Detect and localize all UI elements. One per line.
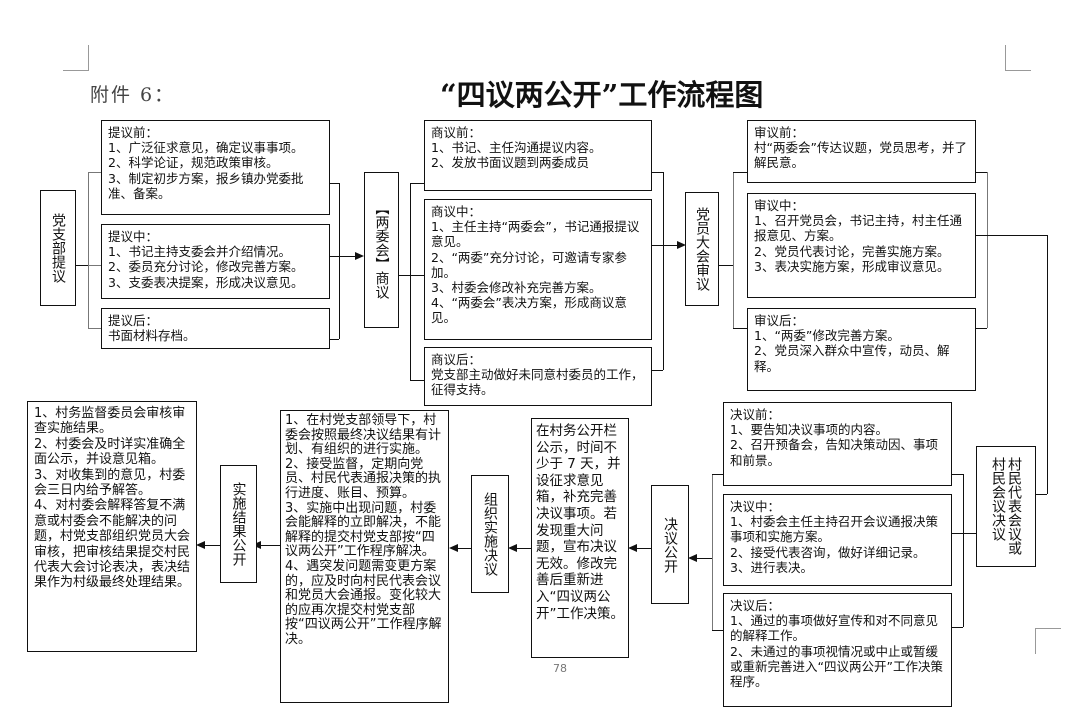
step-resolution-public: 决议公开 <box>651 485 689 604</box>
step-label: 村民代表会议或村民会议决议 <box>990 456 1022 555</box>
attachment-label: 附件 6： <box>90 84 176 106</box>
review-before-box: 审议前： 村“两委会”传达议题，党员思考，并了解民意。 <box>747 120 976 183</box>
arrow-left-icon <box>508 544 517 552</box>
connector <box>410 275 424 276</box>
bracket <box>410 183 411 380</box>
bracket <box>733 172 734 328</box>
step-label: 组织实施决议 <box>482 492 498 576</box>
bracket <box>712 474 713 630</box>
page-number: 78 <box>553 662 567 675</box>
proposal-during-box: 提议中： 1、书记主持支委会并介绍情况。 2、委员充分讨论，修改完善方案。 3、… <box>101 224 330 299</box>
step-result-public: 实施结果公开 <box>220 465 257 583</box>
connector <box>516 548 531 549</box>
step-resolution: 村民代表会议或村民会议决议 <box>976 446 1036 567</box>
bracket <box>663 172 664 370</box>
connector <box>636 548 651 549</box>
arrow-left-icon <box>628 544 637 552</box>
review-during-box: 审议中： 1、召开党员会，书记主持，村主任通报意见、方案。 2、党员代表讨论，完… <box>747 193 976 298</box>
step-label: 党支部提议 <box>50 213 66 283</box>
arrow-right-icon <box>677 241 686 249</box>
page-title: “四议两公开”工作流程图 <box>440 78 764 112</box>
connector <box>952 474 963 475</box>
step-implement: 组织实施决议 <box>471 475 509 593</box>
connector <box>457 548 471 549</box>
connector <box>330 183 339 184</box>
bracket <box>987 172 988 328</box>
connector <box>719 265 733 266</box>
connector <box>976 235 1047 236</box>
step-label: 【两委会】商议 <box>373 201 390 299</box>
connector <box>712 474 723 475</box>
arrow-right-icon <box>355 252 364 260</box>
connector <box>712 630 723 631</box>
connector <box>330 256 356 257</box>
connector <box>76 265 88 266</box>
proposal-before-box: 提议前： 1、广泛征求意见，确定议事事项。 2、科学论证，规范政策审核。 3、制… <box>101 120 330 215</box>
connector <box>260 545 280 546</box>
result-box: 1、村务监督委员会审核审查实施结果。 2、村委会及时详实准确全面公示，并设意见箱… <box>27 401 197 652</box>
margin-corner-mark <box>63 45 89 71</box>
connector <box>88 265 101 266</box>
connector <box>399 275 410 276</box>
connector <box>410 183 424 184</box>
connector <box>1047 235 1048 494</box>
connector <box>733 172 747 173</box>
step-label: 决议公开 <box>662 516 678 573</box>
connector <box>1035 494 1047 495</box>
discussion-before-box: 商议前： 1、书记、主任沟通提议内容。 2、发放书面议题到两委成员 <box>424 120 652 191</box>
step-proposal: 党支部提议 <box>40 190 76 306</box>
arrow-left-icon <box>688 554 697 562</box>
connector <box>652 370 663 371</box>
connector <box>410 380 424 381</box>
step-label: 党员大会审议 <box>694 207 710 291</box>
proposal-after-box: 提议后： 书面材料存档。 <box>101 308 330 349</box>
connector <box>652 172 663 173</box>
resolution-before-box: 决议前： 1、要告知决议事项的内容。 2、召开预备会，告知决策动因、事项和前景。 <box>723 402 952 486</box>
publicity-box: 在村务公开栏公示，时间不少于 7 天，并设征求意见箱，补充完善决议事项。若发现重… <box>531 418 629 658</box>
connector <box>696 558 712 559</box>
connector <box>88 172 101 173</box>
discussion-during-box: 商议中： 1、主任主持“两委会”，书记通报提议意见。 2、“两委”充分讨论，可邀… <box>424 199 652 340</box>
step-discussion: 【两委会】商议 <box>364 172 399 328</box>
margin-corner-mark <box>1005 45 1031 71</box>
connector <box>88 328 101 329</box>
connector <box>330 339 339 340</box>
bracket <box>88 172 89 328</box>
connector <box>652 245 678 246</box>
connector <box>733 328 747 329</box>
connector <box>952 627 963 628</box>
resolution-during-box: 决议中： 1、村委会主任主持召开会议通报决策事项和实施方案。 2、接受代表咨询，… <box>723 494 952 586</box>
bracket <box>963 474 964 627</box>
discussion-after-box: 商议后： 党支部主动做好未同意村委员的工作，征得支持。 <box>424 347 652 406</box>
implementation-box: 1、在村党支部领导下，村委会按照最终决议结果有计划、有组织的进行实施。 2、接受… <box>280 410 449 703</box>
resolution-after-box: 决议后： 1、通过的事项做好宣传和对不同意见的解释工作。 2、未通过的事项视情况… <box>723 593 952 707</box>
step-label: 实施结果公开 <box>230 482 247 566</box>
arrow-left-icon <box>196 541 205 549</box>
connector <box>976 328 987 329</box>
connector <box>204 545 220 546</box>
connector <box>976 172 987 173</box>
margin-corner-mark <box>1035 628 1061 654</box>
review-after-box: 审议后： 1、“两委”修改完善方案。 2、党员深入群众中宣传，动员、解释。 <box>747 308 976 391</box>
step-review: 党员大会审议 <box>685 192 719 306</box>
bracket <box>339 183 340 339</box>
arrow-left-icon <box>449 544 458 552</box>
connector <box>952 533 976 534</box>
